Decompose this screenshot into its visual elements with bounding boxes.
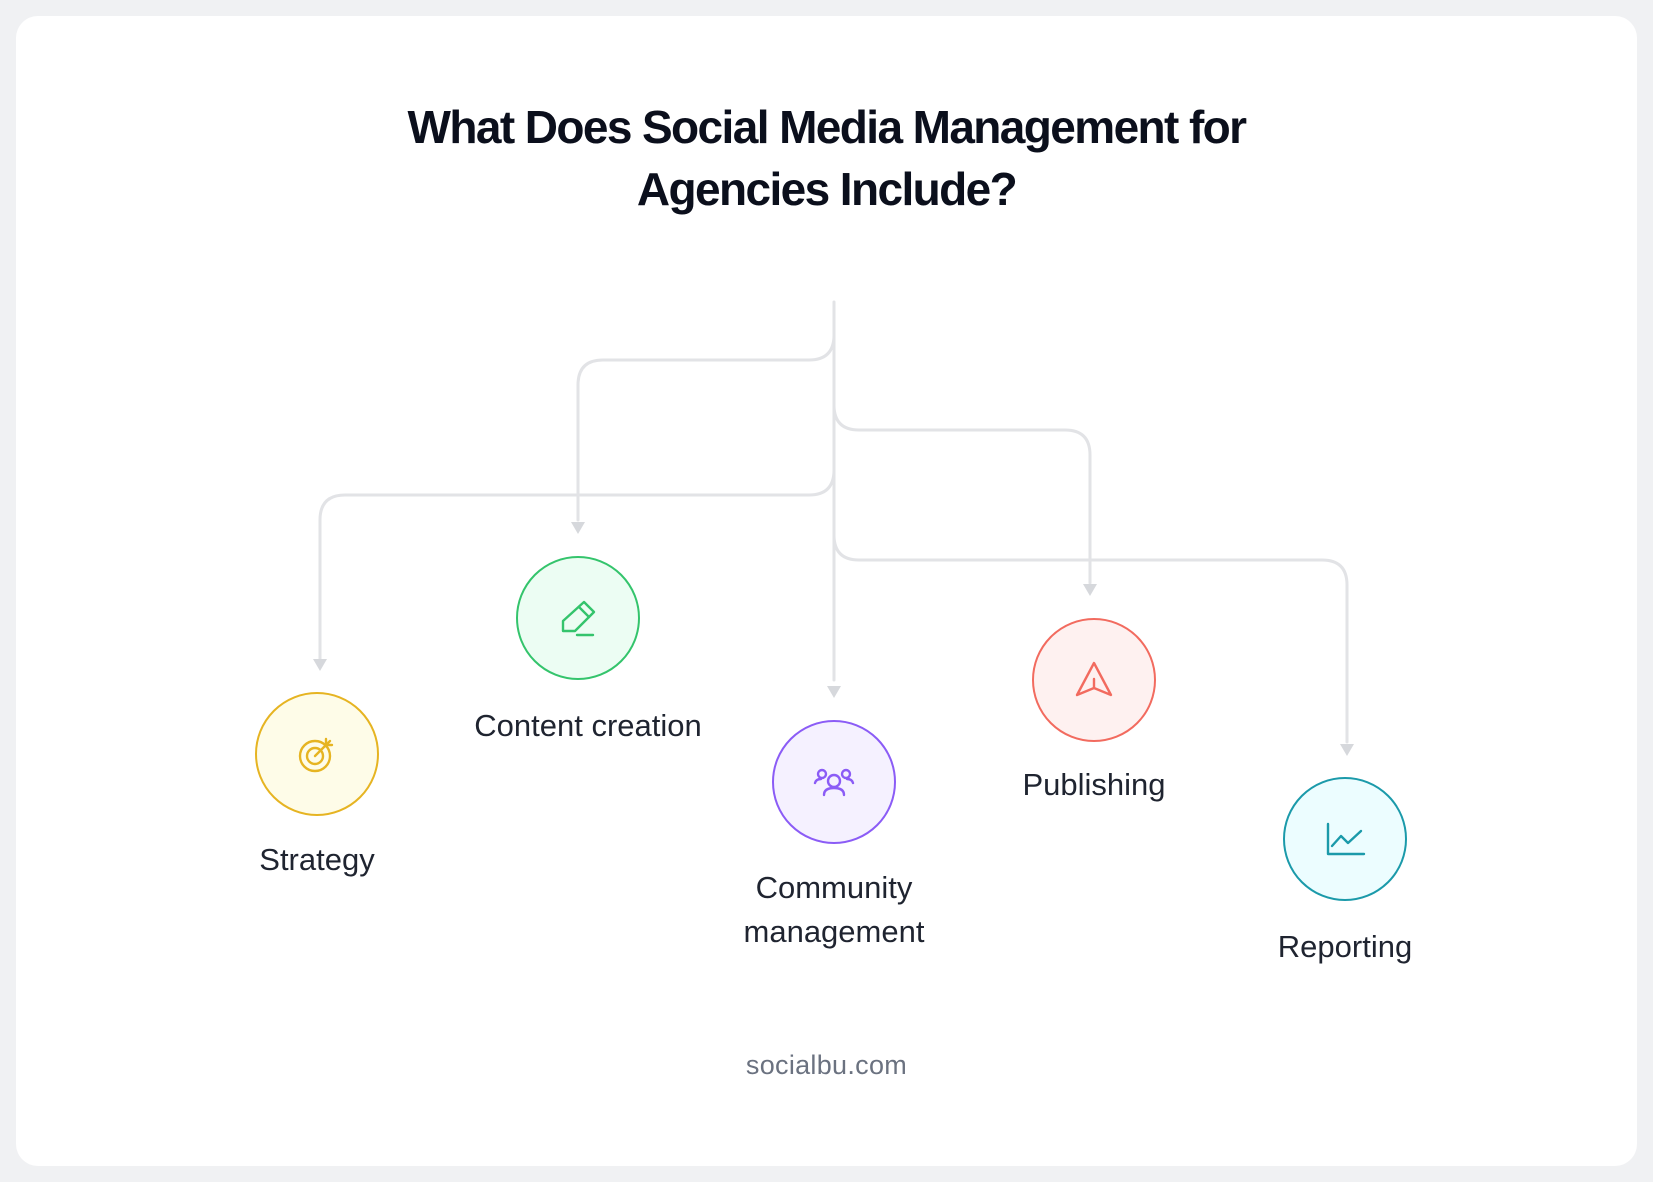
- connector-strategy: [318, 468, 836, 662]
- strategy-node: [255, 692, 379, 816]
- strategy-label: Strategy: [259, 842, 375, 877]
- title-line-2: Agencies Include?: [636, 163, 1018, 215]
- send-icon: [1075, 661, 1113, 697]
- community-label-line-2: management: [743, 914, 925, 949]
- arrowhead-reporting: [1340, 744, 1354, 756]
- content-creation-node: [516, 556, 640, 680]
- content-creation-label: Content creation: [474, 708, 702, 743]
- arrowhead-strategy: [313, 659, 327, 671]
- reporting-node: [1283, 777, 1407, 901]
- community-management-node: [772, 720, 896, 844]
- arrowhead-publishing: [1083, 584, 1097, 596]
- arrowhead-community: [827, 686, 841, 698]
- publishing-label: Publishing: [1022, 767, 1166, 802]
- community-label-line-1: Community: [755, 870, 913, 905]
- connector-reporting: [832, 533, 1349, 744]
- community-management-label: Community management: [704, 866, 964, 954]
- title-line-1: What Does Social Media Management for: [407, 101, 1248, 153]
- diagram-title: What Does Social Media Management for Ag…: [0, 96, 1653, 220]
- target-icon: [298, 737, 334, 773]
- reporting-label: Reporting: [1277, 929, 1413, 964]
- chart-icon: [1326, 822, 1366, 856]
- footer-domain: socialbu.com: [745, 1050, 908, 1080]
- pencil-icon: [561, 600, 596, 637]
- connector-content-creation: [576, 333, 836, 522]
- diagram-card: [16, 16, 1637, 1166]
- arrowhead-content-creation: [571, 522, 585, 534]
- publishing-node: [1032, 618, 1156, 742]
- connector-publishing: [832, 403, 1092, 585]
- users-icon: [813, 768, 855, 797]
